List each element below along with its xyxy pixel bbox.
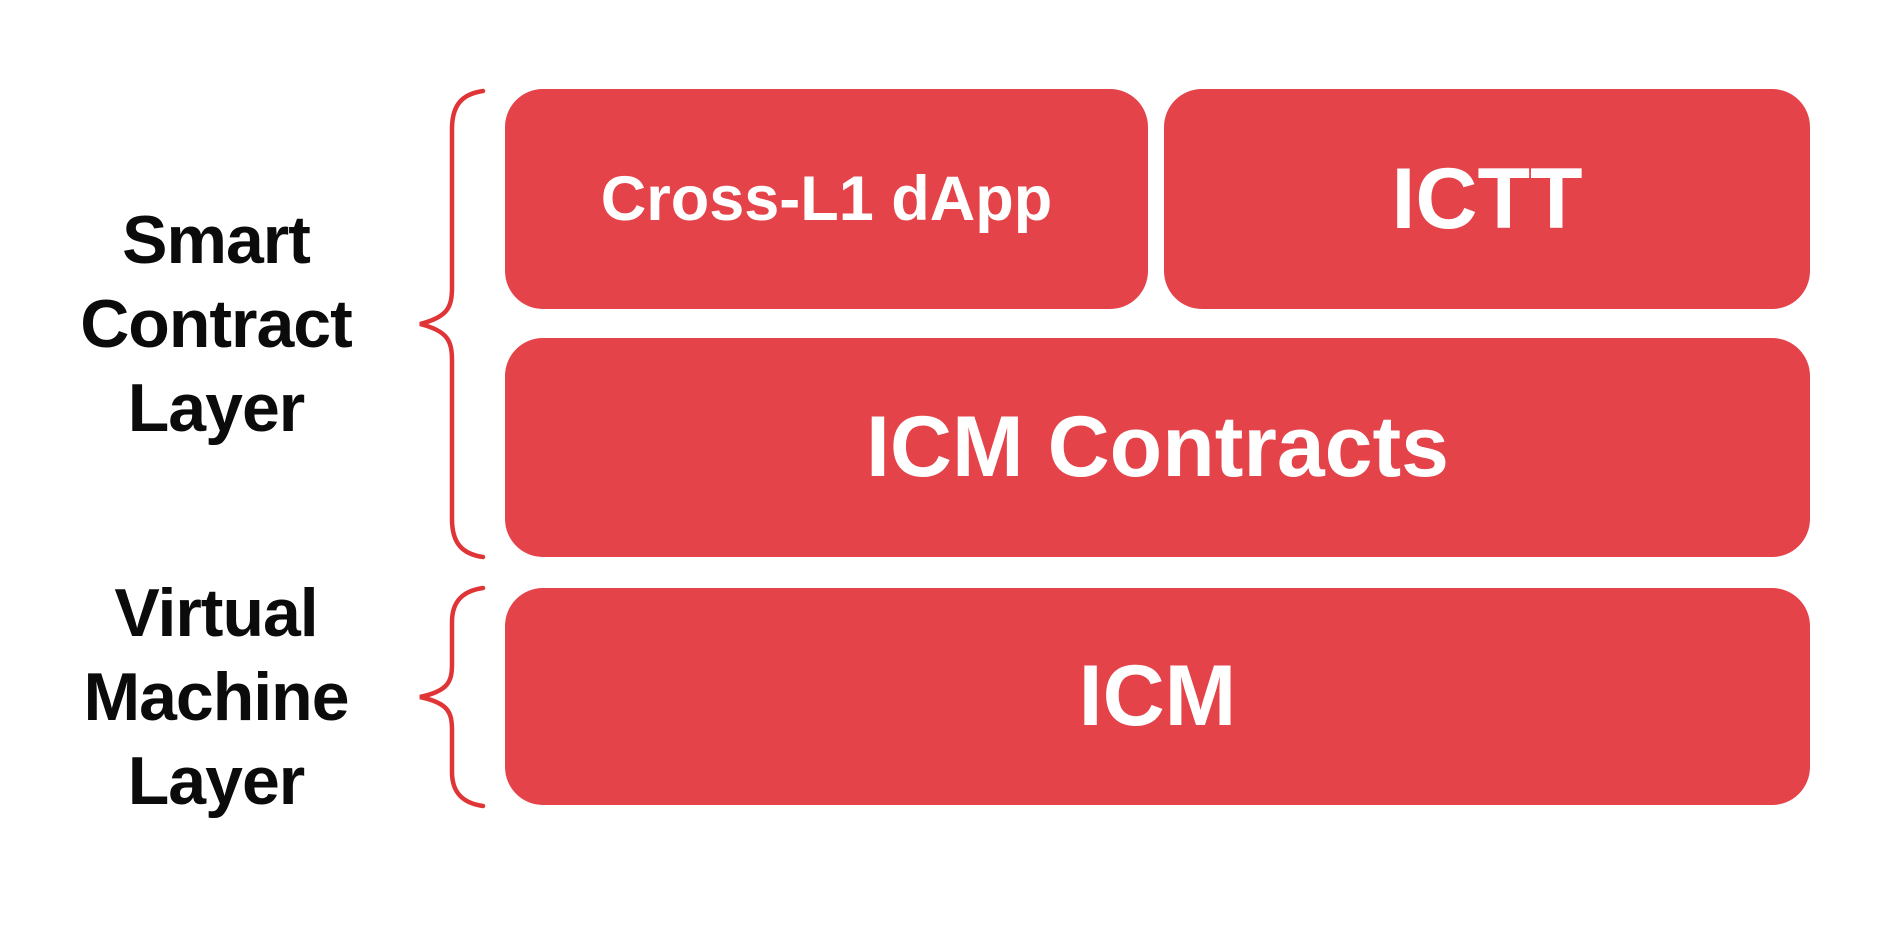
virtual-machine-brace-icon xyxy=(419,585,486,809)
icm-label: ICM xyxy=(1078,648,1237,744)
icm-contracts-label: ICM Contracts xyxy=(866,399,1449,495)
virtual-machine-layer-label: Virtual Machine Layer xyxy=(83,575,349,819)
smart-contract-brace-icon xyxy=(419,88,486,560)
ictt-box: ICTT xyxy=(1164,89,1810,309)
ictt-label: ICTT xyxy=(1391,150,1583,247)
icm-box: ICM xyxy=(505,588,1810,805)
cross-l1-dapp-label: Cross-L1 dApp xyxy=(600,164,1053,234)
cross-l1-dapp-box: Cross-L1 dApp xyxy=(505,89,1148,309)
smart-contract-layer-label: Smart Contract Layer xyxy=(80,202,353,446)
icm-contracts-box: ICM Contracts xyxy=(505,338,1810,557)
